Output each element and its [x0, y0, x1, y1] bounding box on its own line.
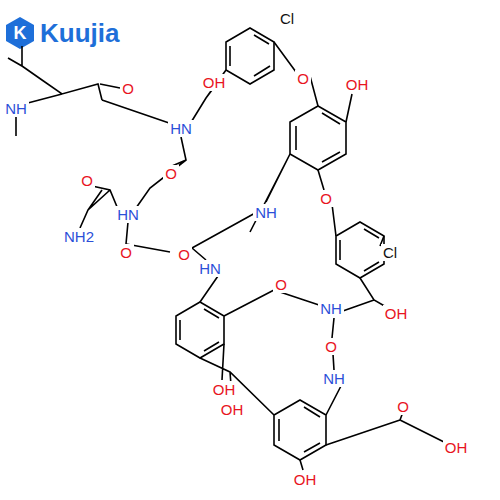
atom-label: OH: [219, 401, 246, 418]
atom-label: OH: [344, 76, 371, 93]
atom-label: Cl: [278, 10, 296, 27]
ring: [226, 28, 274, 84]
ring: [274, 400, 326, 460]
double-bond: [296, 113, 340, 162]
atom-label: NH: [318, 300, 344, 317]
logo-text: Kuujia: [38, 19, 121, 47]
atom-label: O: [79, 172, 95, 189]
atom-label: HN: [168, 120, 194, 137]
atom-label: OH: [292, 471, 319, 488]
atom-label: O: [323, 338, 339, 355]
logo-text: K: [12, 23, 29, 43]
atom-label: OH: [201, 74, 228, 91]
atom-label: O: [176, 246, 192, 263]
bond: [200, 344, 444, 470]
atom-label: NH: [253, 204, 279, 221]
logo-hexagon: [6, 17, 34, 49]
atom-label: O: [163, 165, 179, 182]
atom-label: NH: [3, 100, 29, 117]
atom-label: Cl: [381, 244, 399, 261]
atom-label: NH: [321, 370, 347, 387]
ring: [176, 302, 224, 358]
bond: [8, 46, 120, 136]
double-bond: [230, 35, 270, 76]
atom-label: O: [118, 244, 134, 261]
atom-label: HN: [197, 260, 223, 277]
atom-label: O: [273, 276, 289, 293]
logo-icon: [6, 17, 34, 49]
bond: [274, 42, 384, 246]
double-bond: [340, 229, 379, 271]
atom-label: O: [395, 398, 411, 415]
atom-label: O: [120, 80, 136, 97]
bond: [192, 154, 290, 302]
ring: [290, 106, 346, 170]
bond: [224, 278, 388, 370]
bond-lines: [8, 28, 444, 470]
double-bond: [279, 407, 320, 452]
double-bond: [180, 309, 219, 351]
atom-label: OH: [383, 305, 410, 322]
atom-label: OH: [443, 439, 470, 456]
atom-label: NH2: [62, 228, 96, 245]
atom-label: HN: [115, 206, 141, 223]
atom-label: OH: [211, 381, 238, 398]
bond: [136, 137, 186, 208]
ring: [336, 222, 384, 278]
atom-label: O: [318, 190, 334, 207]
atom-label: O: [295, 70, 311, 87]
